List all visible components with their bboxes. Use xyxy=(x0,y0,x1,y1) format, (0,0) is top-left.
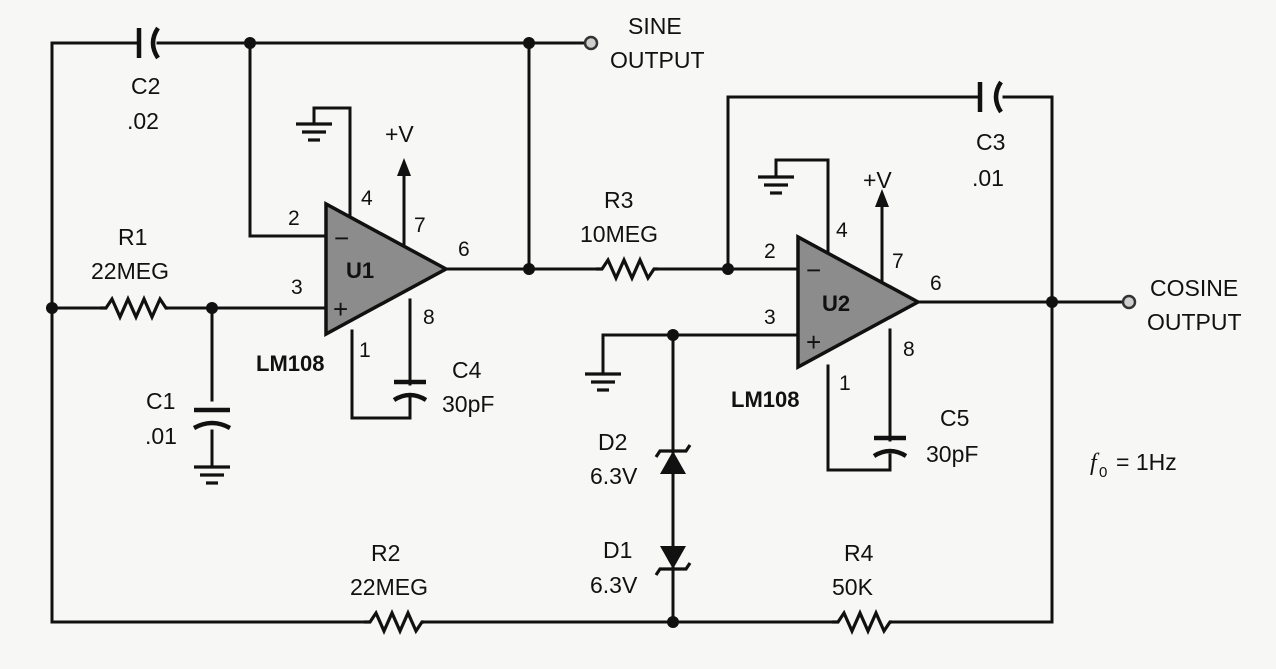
junction-dots xyxy=(46,37,1058,628)
supply-arrow-u1 xyxy=(397,158,411,176)
u1-pin-7: 7 xyxy=(414,214,426,237)
frequency-symbol: f xyxy=(1090,450,1100,476)
c3-value-label: .01 xyxy=(972,165,1004,191)
c4-value-label: 30pF xyxy=(442,391,494,417)
u2-pin-3: 3 xyxy=(764,306,776,329)
sine-output-label-line1: SINE xyxy=(628,13,682,39)
u1-pin-1: 1 xyxy=(359,339,371,362)
frequency-annotation: f 0 = 1Hz xyxy=(1090,449,1177,481)
u2-pin-8: 8 xyxy=(903,338,915,361)
u1-noninverting-sign: + xyxy=(333,294,348,324)
u1-ref-label: U1 xyxy=(346,258,374,283)
r1-value-label: 22MEG xyxy=(91,258,169,284)
u1-supply-label: +V xyxy=(385,121,414,147)
u2-pin-6: 6 xyxy=(930,272,942,295)
cosine-output-label-line1: COSINE xyxy=(1150,275,1238,301)
capacitor-c4 xyxy=(392,379,428,402)
r4-ref-label: R4 xyxy=(844,540,874,566)
capacitor-c5 xyxy=(872,435,908,458)
ground-symbol-u2-noninv xyxy=(585,372,621,392)
capacitor-c1 xyxy=(192,407,232,431)
u2-ref-label: U2 xyxy=(822,291,850,316)
zener-diode-d2 xyxy=(654,444,692,474)
resistor-r2 xyxy=(364,609,424,635)
capacitor-c2 xyxy=(136,26,160,60)
cosine-output-label-line2: OUTPUT xyxy=(1147,309,1242,335)
d1-value-label: 6.3V xyxy=(590,572,638,598)
d1-ref-label: D1 xyxy=(603,537,632,563)
frequency-subscript: 0 xyxy=(1099,464,1107,481)
opamp-u1 xyxy=(324,201,450,337)
resistor-r1 xyxy=(100,295,168,321)
r3-ref-label: R3 xyxy=(604,187,633,213)
ground-symbol-c1 xyxy=(194,465,230,485)
d2-ref-label: D2 xyxy=(598,429,627,455)
u1-pin-3: 3 xyxy=(291,276,303,299)
u1-part-label: LM108 xyxy=(256,351,324,376)
r1-ref-label: R1 xyxy=(118,224,147,250)
u2-part-label: LM108 xyxy=(731,387,799,412)
capacitor-c3 xyxy=(977,80,1003,114)
wiring xyxy=(50,41,1127,624)
u2-pin-7: 7 xyxy=(892,250,904,273)
cosine-output-terminal xyxy=(1121,294,1137,310)
u1-pin-6: 6 xyxy=(458,238,470,261)
c5-value-label: 30pF xyxy=(926,441,978,467)
u1-pin-4: 4 xyxy=(361,187,373,210)
r2-value-label: 22MEG xyxy=(350,574,428,600)
frequency-value: = 1Hz xyxy=(1116,449,1177,475)
u1-pin-2: 2 xyxy=(288,207,300,230)
u1-inverting-sign: − xyxy=(334,223,349,253)
ground-symbol-u1-pin4 xyxy=(296,122,332,142)
u1-pin-8: 8 xyxy=(423,306,435,329)
sine-output-terminal xyxy=(583,35,599,51)
sine-output-label-line2: OUTPUT xyxy=(610,47,705,73)
c1-value-label: .01 xyxy=(145,423,177,449)
c2-ref-label: C2 xyxy=(131,73,160,99)
supply-arrow-u2 xyxy=(875,189,889,207)
opamp-u2 xyxy=(796,234,922,370)
zener-diode-d1 xyxy=(654,546,692,576)
r4-value-label: 50K xyxy=(832,574,874,600)
resistor-r4 xyxy=(832,609,892,635)
u2-pin-2: 2 xyxy=(764,240,776,263)
u2-pin-1: 1 xyxy=(839,372,851,395)
c4-ref-label: C4 xyxy=(452,357,482,383)
u2-supply-label: +V xyxy=(863,167,892,193)
u2-noninverting-sign: + xyxy=(806,327,821,357)
u2-inverting-sign: − xyxy=(806,255,821,285)
r3-value-label: 10MEG xyxy=(580,221,658,247)
c2-value-label: .02 xyxy=(127,108,159,134)
resistor-r3 xyxy=(596,256,658,282)
c1-ref-label: C1 xyxy=(146,388,175,414)
r2-ref-label: R2 xyxy=(371,540,400,566)
u2-pin-4: 4 xyxy=(836,219,848,242)
ground-symbol-u2-pin4 xyxy=(758,175,794,195)
d2-value-label: 6.3V xyxy=(590,463,638,489)
c5-ref-label: C5 xyxy=(940,405,969,431)
c3-ref-label: C3 xyxy=(976,129,1005,155)
